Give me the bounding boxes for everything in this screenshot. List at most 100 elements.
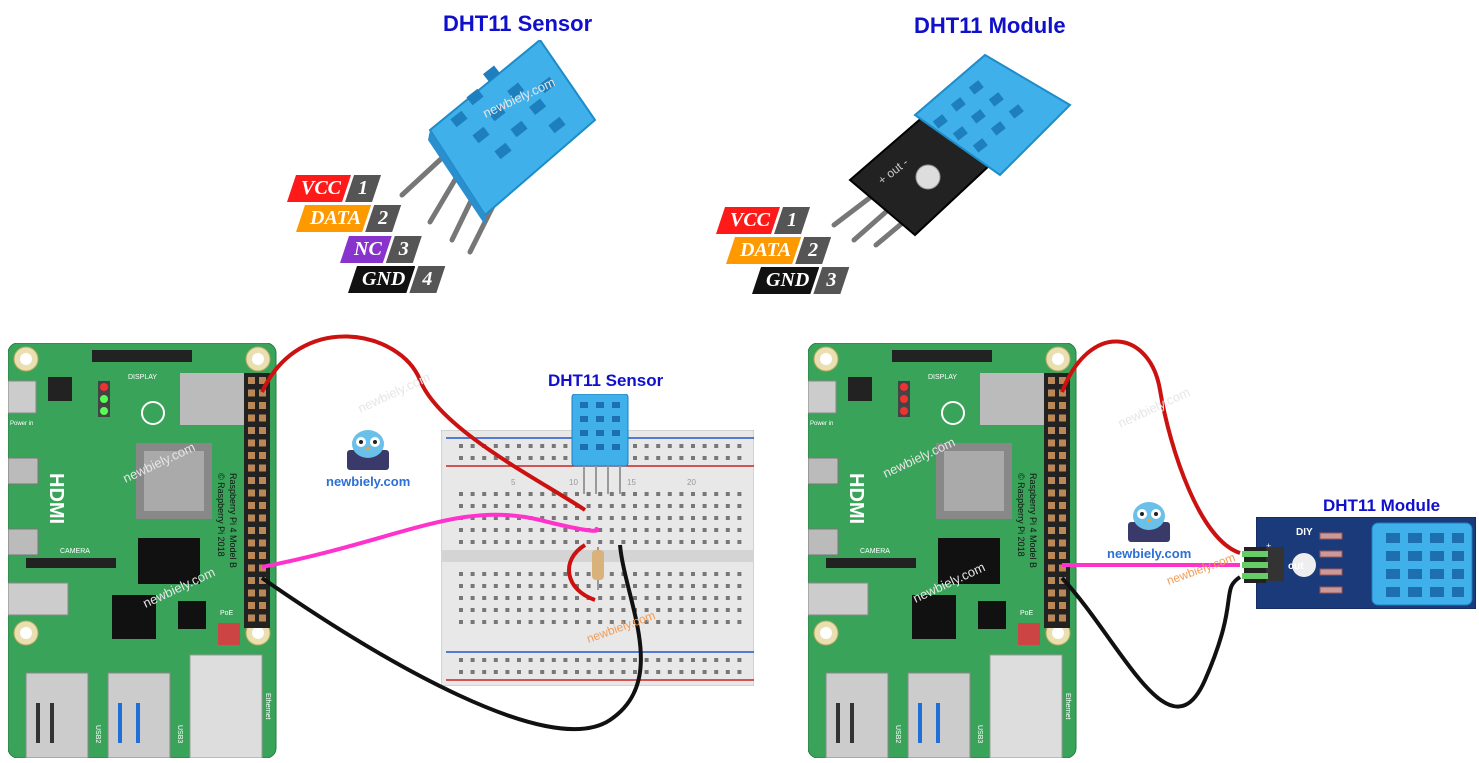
breadboard-hole [598, 670, 603, 674]
breadboard-hole [505, 528, 510, 532]
breadboard-hole [644, 516, 649, 520]
breadboard-hole [667, 492, 672, 496]
breadboard-hole [493, 608, 498, 612]
breadboard-hole [644, 584, 649, 588]
breadboard-hole [691, 584, 695, 588]
gpio-pin [1059, 614, 1066, 622]
breadboard-hole [563, 584, 568, 588]
breadboard-hole [621, 608, 626, 612]
gpio-pin [259, 414, 266, 422]
breadboard-hole [725, 456, 730, 460]
breadboard-hole [482, 504, 487, 508]
breadboard-hole [725, 596, 730, 600]
breadboard-hole [551, 572, 556, 576]
breadboard-hole [737, 670, 742, 674]
gpio-pin [259, 439, 266, 447]
breadboard-hole [609, 608, 614, 612]
breadboard-hole [621, 620, 626, 624]
breadboard-hole [691, 670, 695, 674]
breadboard-hole [470, 504, 475, 508]
breadboard-hole [725, 540, 730, 544]
gpio-pin [1048, 614, 1055, 622]
breadboard-hole [528, 608, 533, 612]
breadboard-hole [691, 620, 695, 624]
gpio-pin [1059, 539, 1066, 547]
gpio-pin [248, 514, 255, 522]
breadboard-hole [540, 620, 545, 624]
gpio-pin [1048, 452, 1055, 459]
breadboard-hole [482, 540, 487, 544]
gpio-pin [1048, 514, 1055, 522]
breadboard-hole [609, 540, 614, 544]
breadboard-hole [563, 444, 568, 448]
breadboard-hole [563, 504, 568, 508]
breadboard-hole [459, 444, 463, 448]
breadboard-hole [644, 658, 649, 662]
breadboard-hole [493, 540, 498, 544]
breadboard-hole [609, 658, 614, 662]
breadboard-hole [540, 670, 545, 674]
gpio-pin [248, 527, 255, 534]
gpio-pin [259, 377, 266, 384]
breadboard-hole [702, 596, 707, 600]
breadboard-hole [493, 516, 498, 520]
breadboard-hole [644, 528, 649, 532]
gpio-pin [259, 402, 266, 409]
breadboard-hole [656, 572, 661, 576]
gpio-pin [259, 452, 266, 459]
breadboard-hole [633, 528, 637, 532]
breadboard-hole [470, 456, 475, 460]
breadboard-hole [517, 492, 521, 496]
module-out-label: out [1288, 561, 1304, 572]
breadboard-hole [563, 608, 568, 612]
breadboard-hole [459, 540, 463, 544]
breadboard-hole [691, 528, 695, 532]
gpio-pin [1059, 414, 1066, 422]
module-pin-gnd: GND 3 [752, 267, 849, 294]
breadboard-hole [540, 504, 545, 508]
gpio-pin [1048, 489, 1055, 497]
breadboard-hole [598, 608, 603, 612]
owl-logo-left-icon [347, 430, 389, 470]
sensor-pin-nc: NC 3 [340, 236, 422, 263]
gpio-pin [259, 552, 266, 559]
gpio-pin [259, 464, 266, 472]
gpio-pin [1048, 539, 1055, 547]
module-header-pins [1242, 547, 1268, 583]
breadboard-hole [679, 608, 684, 612]
breadboard-hole [621, 516, 626, 520]
breadboard-hole [702, 516, 707, 520]
breadboard-hole [644, 596, 649, 600]
breadboard-hole [459, 596, 463, 600]
breadboard-hole [725, 516, 730, 520]
breadboard-hole [493, 528, 498, 532]
breadboard-hole [737, 596, 742, 600]
gpio-pin [1059, 552, 1066, 559]
gpio-pin [259, 489, 266, 497]
gpio-pin [248, 552, 255, 559]
breadboard-hole [563, 572, 568, 576]
breadboard-hole [563, 670, 568, 674]
breadboard-hole [644, 540, 649, 544]
breadboard-hole [737, 608, 742, 612]
poe-label: PoE [220, 610, 234, 617]
breadboard-hole [644, 670, 649, 674]
breadboard-hole [517, 596, 521, 600]
breadboard-hole [482, 596, 487, 600]
breadboard-dht11-sensor [571, 394, 629, 494]
gpio-pin [1059, 377, 1066, 384]
breadboard-hole [505, 456, 510, 460]
breadboard-hole [517, 444, 521, 448]
breadboard-hole [679, 658, 684, 662]
breadboard-hole [470, 528, 475, 532]
breadboard-hole [725, 572, 730, 576]
breadboard-hole [737, 504, 742, 508]
breadboard-hole [459, 608, 463, 612]
breadboard-hole [725, 492, 730, 496]
breadboard-hole [540, 444, 545, 448]
gpio-pin [259, 527, 266, 534]
gpio-pin [248, 614, 255, 622]
breadboard-hole [470, 620, 475, 624]
power-in-label-2: Power in [810, 421, 833, 427]
breadboard-hole [598, 620, 603, 624]
